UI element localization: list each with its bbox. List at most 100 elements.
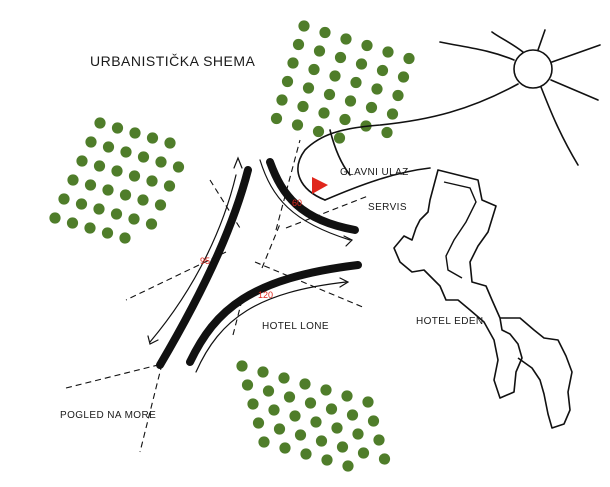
dimension-120: 120 <box>258 290 273 300</box>
tree-west <box>102 184 114 196</box>
tree-north <box>313 45 326 57</box>
tree-west <box>119 232 131 244</box>
tree-south <box>315 435 328 447</box>
tree-west <box>75 198 88 210</box>
hotel-eden-outline <box>393 169 523 399</box>
tree-west <box>66 217 79 229</box>
label-sea-view: POGLED NA MORE <box>60 410 156 421</box>
tree-south <box>336 441 349 453</box>
dashed-sight-lines <box>65 139 369 453</box>
tree-south <box>357 447 370 459</box>
tree-south <box>310 416 322 428</box>
road-network <box>156 158 362 369</box>
label-service: SERVIS <box>368 202 407 213</box>
sun-symbol <box>439 29 601 166</box>
tree-groves <box>49 20 415 472</box>
tree-north <box>386 108 399 120</box>
tree-south <box>342 460 354 472</box>
tree-west <box>58 193 70 205</box>
tree-west <box>111 165 123 177</box>
tree-north <box>298 20 310 32</box>
tree-north <box>371 83 383 95</box>
tree-south <box>294 429 307 441</box>
tree-north <box>355 58 368 70</box>
tree-west <box>111 122 124 134</box>
tree-south <box>257 366 269 378</box>
label-main-entrance: GLAVNI ULAZ <box>340 167 409 178</box>
tree-north <box>382 46 394 58</box>
tree-south <box>283 391 296 403</box>
tree-north <box>403 52 415 65</box>
road-west <box>156 166 252 369</box>
tree-south <box>320 384 332 396</box>
tree-north <box>397 71 410 83</box>
tree-south <box>341 390 353 402</box>
tree-north <box>292 38 305 51</box>
tree-north <box>334 51 347 64</box>
tree-south <box>236 360 248 372</box>
tree-south <box>321 454 333 466</box>
tree-west <box>154 199 167 211</box>
tree-west <box>84 179 97 191</box>
tree-north <box>339 113 351 126</box>
tree-north <box>281 75 294 88</box>
tree-north <box>287 57 299 69</box>
tree-north <box>365 101 378 114</box>
tree-north <box>318 107 330 119</box>
tree-north <box>392 89 404 102</box>
tree-north <box>361 39 373 52</box>
road-northeast <box>266 158 359 234</box>
tree-south <box>325 403 338 415</box>
label-hotel-eden: HOTEL EDEN <box>416 316 484 327</box>
tree-west <box>146 132 159 144</box>
tree-south <box>279 442 291 454</box>
label-hotel-lone: HOTEL LONE <box>262 321 329 332</box>
tree-west <box>94 117 106 129</box>
tree-west <box>155 156 167 168</box>
tree-south <box>299 378 311 390</box>
tree-west <box>119 189 132 201</box>
tree-south <box>367 415 380 427</box>
tree-north <box>381 126 393 139</box>
tree-south <box>352 428 364 440</box>
tree-south <box>252 417 265 429</box>
tree-west <box>93 160 106 172</box>
tree-north <box>308 63 320 76</box>
tree-south <box>241 379 254 391</box>
tree-west <box>128 170 141 182</box>
tree-north <box>312 125 325 138</box>
tree-north <box>319 26 331 39</box>
tree-west <box>137 151 150 163</box>
tree-west <box>84 222 96 234</box>
tree-south <box>247 398 259 410</box>
tree-west <box>145 218 158 230</box>
tree-north <box>376 64 389 77</box>
tree-west <box>164 137 176 149</box>
dimension-60: 60 <box>292 198 302 208</box>
tree-west <box>163 180 176 192</box>
dimension-95: 95 <box>200 256 210 266</box>
diagram-title: URBANISTIČKA SHEMA <box>90 53 256 69</box>
tree-south <box>304 397 317 409</box>
tree-north <box>350 76 362 89</box>
hotel-eden-inner <box>443 181 477 279</box>
tree-south <box>300 448 312 460</box>
main-entrance-marker <box>312 177 328 194</box>
tree-west <box>49 212 61 224</box>
tree-west <box>137 194 149 206</box>
tree-south <box>278 372 290 384</box>
tree-north <box>329 70 341 82</box>
tree-north <box>344 95 357 107</box>
tree-west <box>102 141 115 153</box>
tree-west <box>110 208 123 220</box>
tree-north <box>302 82 315 94</box>
tree-west <box>76 155 88 167</box>
tree-south <box>289 410 301 422</box>
tree-south <box>378 453 391 465</box>
tree-west <box>172 161 185 173</box>
tree-west <box>129 127 141 139</box>
tree-north <box>333 132 346 144</box>
tree-south <box>258 436 270 448</box>
